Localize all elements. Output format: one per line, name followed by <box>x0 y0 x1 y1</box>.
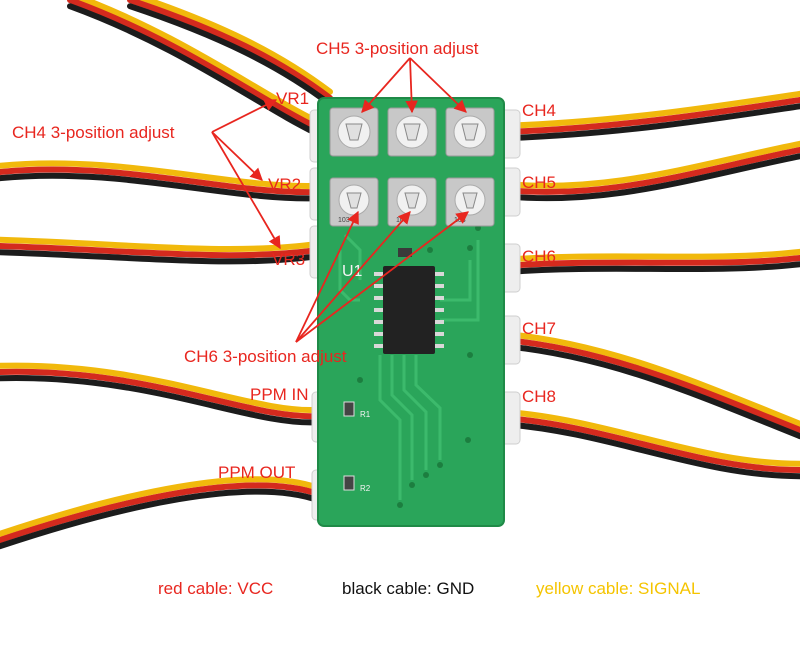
potentiometer-row-top <box>329 107 495 157</box>
label-vr1: VR1 <box>276 89 309 108</box>
pcb-vias <box>357 225 481 508</box>
cable-vr2-strand <box>0 166 321 196</box>
cable-vr3 <box>0 236 321 265</box>
label-ch5-adjust: CH5 3-position adjust <box>316 39 479 58</box>
label-ch8: CH8 <box>522 387 556 406</box>
cable-ch8-strand <box>502 408 800 467</box>
cable-ppm-in-strand <box>0 375 321 426</box>
pcb-traces <box>338 233 480 500</box>
cable-ch5 <box>502 140 800 202</box>
label-ch6-adjust: CH6 3-position adjust <box>184 347 347 366</box>
cable-ppm-out-strand <box>0 488 321 550</box>
cable-top-left <box>127 0 333 108</box>
cable-ch7-strand <box>502 337 800 433</box>
cable-top-left-strand <box>127 0 333 101</box>
cable-ppm-out <box>0 476 321 550</box>
cable-ch4-strand <box>502 90 800 129</box>
cable-vr3-strand <box>0 243 321 259</box>
ic-chip: U1 <box>342 263 444 354</box>
smd-capacitor <box>398 248 412 257</box>
potentiometer-ch5-3 <box>445 107 495 157</box>
potentiometer-ch6-1: 103 <box>329 177 379 227</box>
arrow-ch5-3 <box>409 57 467 113</box>
label-ch4: CH4 <box>522 101 556 120</box>
cable-ch7-strand <box>502 343 800 440</box>
label-ch7: CH7 <box>522 319 556 338</box>
cable-ch8-strand <box>502 421 800 480</box>
potentiometer-ch6-2: 103 <box>387 177 437 227</box>
cable-vr2-strand <box>0 160 321 189</box>
cable-ppm-out-strand <box>0 476 321 537</box>
cable-ch6-strand <box>502 261 800 276</box>
cable-ch8-strand <box>502 415 800 473</box>
cable-ppm-in-strand <box>0 368 321 420</box>
label-ch5: CH5 <box>522 173 556 192</box>
arrow-ch4-vr3 <box>211 131 281 250</box>
arrow-ch6-2 <box>295 211 411 343</box>
cable-ch4 <box>502 90 800 142</box>
legend-red-cable: red cable: VCC <box>158 579 273 598</box>
label-ppm-out: PPM OUT <box>218 463 295 482</box>
legend-yellow-cable: yellow cable: SIGNAL <box>536 579 700 598</box>
cable-vr2 <box>0 160 321 202</box>
cable-ch5-strand <box>502 147 800 195</box>
cable-top-left-strand <box>127 3 333 108</box>
arrow-ch5-2 <box>405 57 418 114</box>
annotation-arrows <box>211 57 470 343</box>
cable-ppm-in <box>0 362 321 426</box>
ic-designator: U1 <box>342 263 363 280</box>
cable-bundles <box>0 0 800 550</box>
arrow-ch4-vr2 <box>211 131 263 181</box>
cable-ch4-strand <box>502 103 800 142</box>
label-ch4-adjust: CH4 3-position adjust <box>12 123 175 142</box>
ic-body <box>383 266 435 354</box>
annotation-labels: CH5 3-position adjust CH4 3-position adj… <box>12 39 556 482</box>
cable-vr3-strand <box>0 236 321 252</box>
cable-vr1-strand <box>67 3 321 138</box>
cable-ppm-out-strand <box>0 482 321 543</box>
cable-ch5-strand <box>502 153 800 202</box>
potentiometer-ch5-2 <box>387 107 437 157</box>
pot-code-label: 103 <box>338 217 350 224</box>
arrow-ch6-3 <box>295 211 470 343</box>
cable-ch4-strand <box>502 97 800 135</box>
pcb-board: 103 103 103 <box>317 97 505 527</box>
label-ch6: CH6 <box>522 247 556 266</box>
cable-ppm-in-strand <box>0 362 321 413</box>
cable-ch5-strand <box>502 140 800 189</box>
cable-ch6-strand <box>502 248 800 263</box>
label-ppm-in: PPM IN <box>250 385 309 404</box>
arrow-ch6-1 <box>295 210 359 343</box>
cable-ch8 <box>502 408 800 480</box>
cable-ch6-strand <box>502 255 800 269</box>
arrow-ch5-1 <box>361 57 411 113</box>
r1-label: R1 <box>360 410 371 419</box>
cable-top-left-strand <box>138 0 333 95</box>
cable-vr3-strand <box>0 249 321 265</box>
ic-pins <box>374 272 444 348</box>
cable-vr2-strand <box>0 172 321 202</box>
legend-black-cable: black cable: GND <box>342 579 474 598</box>
r2-label: R2 <box>360 484 371 493</box>
cable-ch7-strand <box>502 330 800 427</box>
potentiometer-ch5-1 <box>329 107 379 157</box>
potentiometer-ch6-3: 103 <box>445 177 495 227</box>
resistor-r2: R2 <box>343 475 371 493</box>
resistor-r1: R1 <box>343 401 371 419</box>
cable-vr1-strand <box>67 0 321 131</box>
cable-vr1 <box>67 0 321 138</box>
cable-vr1-strand <box>77 0 321 125</box>
cable-ch7 <box>502 330 800 440</box>
cable-ch6 <box>502 248 800 276</box>
cable-color-legend: red cable: VCC black cable: GND yellow c… <box>158 579 700 598</box>
label-vr2: VR2 <box>268 175 301 194</box>
label-vr3: VR3 <box>272 250 305 269</box>
arrow-ch4-vr1 <box>211 99 278 133</box>
